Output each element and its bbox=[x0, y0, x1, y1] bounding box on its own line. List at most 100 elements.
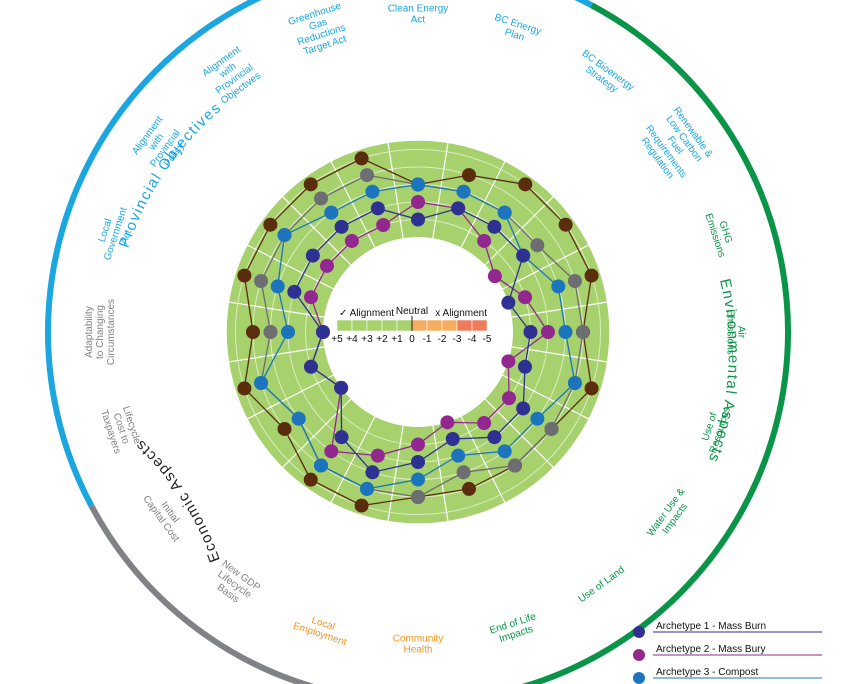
legend-item: Archetype 2 - Mass Bury bbox=[633, 644, 822, 661]
spoke bbox=[151, 346, 325, 375]
data-point bbox=[316, 325, 330, 339]
data-point bbox=[237, 268, 252, 283]
data-point bbox=[334, 219, 349, 234]
data-point bbox=[584, 381, 599, 396]
legend-item: Archetype 1 - Mass Burn bbox=[633, 621, 822, 638]
spoke bbox=[511, 346, 685, 375]
spoke bbox=[460, 91, 542, 248]
scale-tick-label: -4 bbox=[468, 334, 477, 345]
data-point bbox=[305, 248, 320, 263]
data-point bbox=[456, 184, 471, 199]
grid-ring bbox=[235, 149, 601, 515]
data-point bbox=[551, 279, 566, 294]
data-point bbox=[254, 274, 269, 289]
data-point bbox=[567, 274, 582, 289]
series-layer bbox=[237, 151, 599, 513]
data-point bbox=[263, 217, 278, 232]
data-point bbox=[576, 325, 590, 339]
data-point bbox=[544, 421, 559, 436]
data-point bbox=[365, 465, 380, 480]
scale-middle-label: Neutral bbox=[396, 306, 428, 317]
grid-ring bbox=[182, 96, 654, 568]
data-point bbox=[376, 218, 391, 233]
grid-ring bbox=[200, 114, 636, 550]
data-point bbox=[518, 177, 533, 192]
series-archetype-3-compost bbox=[254, 177, 582, 496]
scale-cell bbox=[441, 319, 458, 332]
criterion-label: GHGEmissions bbox=[702, 209, 737, 259]
data-point bbox=[451, 448, 466, 463]
legend-marker bbox=[633, 649, 645, 661]
data-point bbox=[558, 325, 573, 339]
spoke bbox=[484, 398, 610, 524]
aspect-arc-provincial bbox=[45, 0, 594, 508]
data-point bbox=[354, 151, 369, 166]
criterion-label: BC EnergyPlan bbox=[490, 12, 543, 48]
data-point bbox=[360, 481, 375, 496]
legend-label: Archetype 2 - Mass Bury bbox=[656, 644, 765, 655]
scale-tick-label: -3 bbox=[453, 334, 462, 345]
data-point bbox=[567, 375, 582, 390]
spoke bbox=[294, 416, 376, 573]
data-point bbox=[477, 233, 492, 248]
data-point bbox=[487, 269, 502, 284]
data-point bbox=[411, 472, 425, 487]
data-point bbox=[344, 233, 359, 248]
data-point bbox=[477, 416, 492, 431]
scale-cell bbox=[471, 319, 488, 332]
data-point bbox=[254, 375, 269, 390]
spoke bbox=[177, 208, 334, 290]
data-point bbox=[324, 205, 339, 220]
data-point bbox=[303, 177, 318, 192]
scale-cell bbox=[351, 319, 368, 332]
legend-item: Archetype 3 - Compost bbox=[633, 667, 822, 684]
scale-cell bbox=[411, 319, 428, 332]
criterion-label: AlignmentwithProvincialObjectives bbox=[200, 44, 264, 107]
data-point bbox=[277, 228, 292, 243]
data-point bbox=[246, 325, 260, 339]
grid-ring bbox=[165, 79, 671, 585]
data-point bbox=[370, 448, 385, 463]
legend-marker bbox=[633, 672, 645, 684]
data-point bbox=[451, 201, 466, 216]
data-point bbox=[360, 168, 375, 183]
criterion-label: Renewable &Low CarbonFuelRequirementsReg… bbox=[634, 104, 715, 187]
data-point bbox=[440, 415, 455, 430]
data-point bbox=[558, 217, 573, 232]
segment-title-provincial: Provincial Objectives bbox=[116, 99, 225, 250]
scale-cell bbox=[396, 319, 413, 332]
criterion-label: LocalEmployment bbox=[292, 610, 352, 648]
data-point bbox=[487, 430, 502, 445]
data-point bbox=[303, 472, 318, 487]
spoke bbox=[226, 398, 352, 524]
data-point bbox=[237, 381, 252, 396]
spoke bbox=[177, 374, 334, 456]
data-point bbox=[281, 325, 295, 339]
data-point bbox=[314, 458, 329, 473]
series-archetype-1-mass-burn bbox=[287, 201, 538, 480]
data-point bbox=[530, 238, 545, 253]
spoke bbox=[432, 425, 461, 599]
data-point bbox=[501, 295, 516, 310]
scale-tick-label: -1 bbox=[423, 334, 432, 345]
data-point bbox=[370, 201, 385, 216]
data-point bbox=[445, 431, 460, 446]
data-point bbox=[530, 411, 545, 426]
scale-tick-label: -2 bbox=[438, 334, 447, 345]
criterion-label: Water Use &Impacts bbox=[645, 486, 696, 545]
data-point bbox=[502, 391, 517, 406]
data-point bbox=[277, 421, 292, 436]
data-point bbox=[319, 258, 334, 273]
data-point bbox=[334, 430, 349, 445]
spoke bbox=[460, 416, 542, 573]
legend-label: Archetype 1 - Mass Burn bbox=[656, 621, 766, 632]
data-point bbox=[411, 177, 425, 192]
data-point bbox=[516, 401, 531, 416]
data-point bbox=[517, 290, 532, 305]
data-point bbox=[411, 437, 425, 452]
data-point bbox=[263, 325, 278, 339]
scale-cell bbox=[366, 319, 383, 332]
